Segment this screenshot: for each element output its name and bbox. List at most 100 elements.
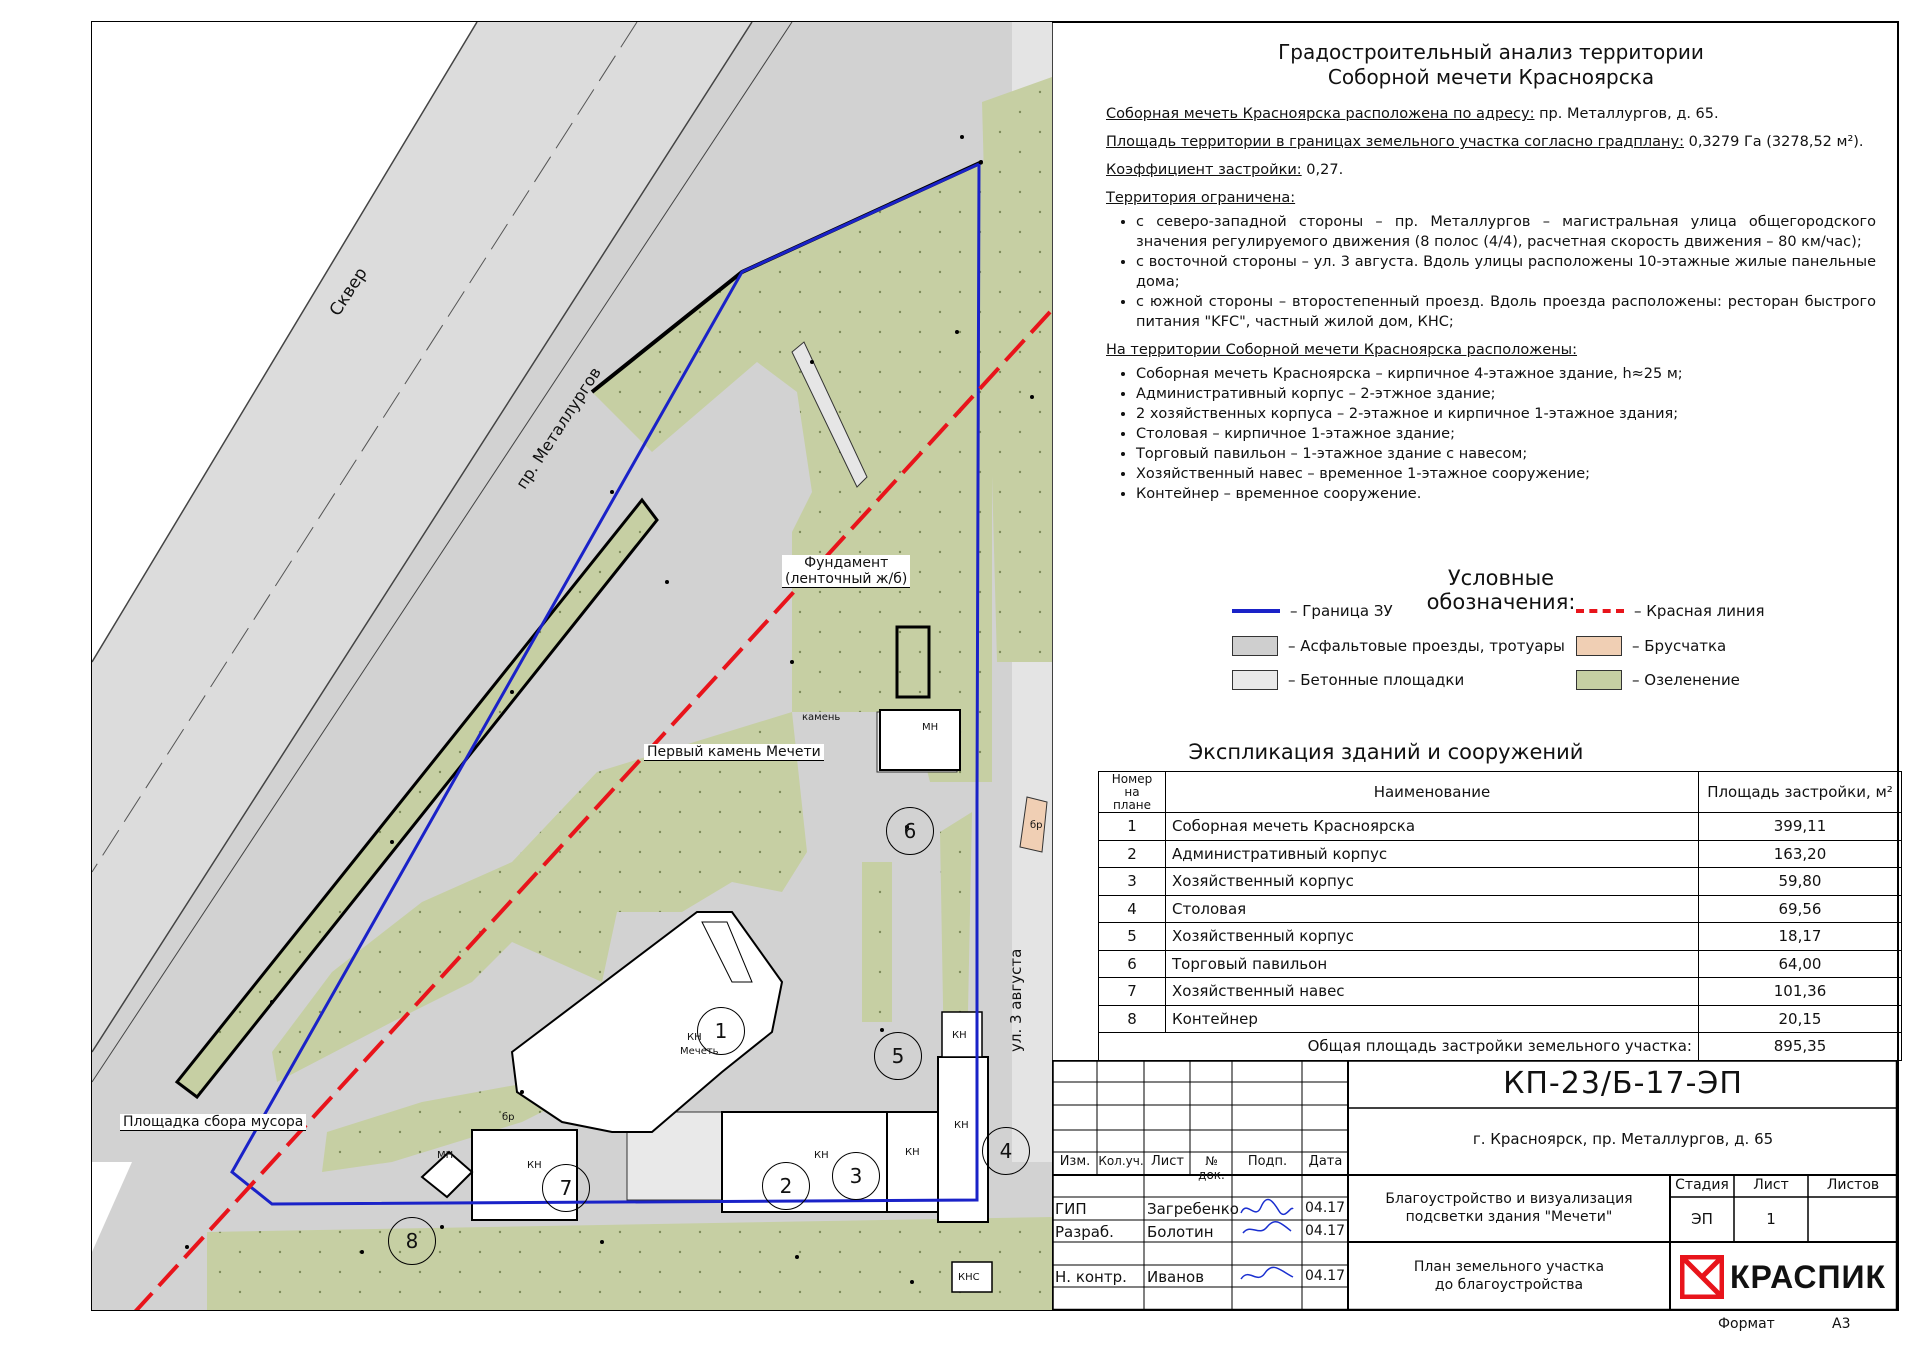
- project-code: КП-23/Б-17-ЭП: [1503, 1066, 1743, 1101]
- sheet-name-line1: План земельного участка: [1413, 1259, 1605, 1275]
- legend-title: Условные обозначения:: [1426, 566, 1576, 614]
- signature-icon: [1240, 1198, 1294, 1234]
- legend-label: – Брусчатка: [1632, 637, 1727, 655]
- bld2-kn-label: КН: [814, 1150, 829, 1161]
- stage-value: ЭП: [1691, 1210, 1713, 1228]
- area-label: Площадь территории в границах земельного…: [1106, 134, 1684, 150]
- sheets-header: Листов: [1826, 1177, 1880, 1193]
- legend-greenery: – Озеленение: [1576, 670, 1740, 690]
- legend-boundary: – Граница ЗУ: [1232, 602, 1393, 620]
- bld4-kn-label: КН: [954, 1120, 969, 1131]
- row-name: Соборная мечеть Красноярска: [1165, 812, 1699, 841]
- located-item: Контейнер – временное сооружение.: [1136, 484, 1876, 504]
- date-developer: 04.17: [1305, 1223, 1346, 1239]
- row-number: 7: [1098, 977, 1166, 1006]
- format-value: А3: [1832, 1316, 1851, 1332]
- mosque-kn-label: КН: [687, 1032, 702, 1043]
- east-green-strip: [982, 77, 1052, 662]
- foundation-label: Фундамент (ленточный ж/б): [782, 555, 911, 588]
- central-green-area: [272, 712, 807, 1082]
- bounded-list: с северо-западной стороны – пр. Металлур…: [1106, 212, 1876, 332]
- kraspik-logo-icon: [1680, 1255, 1724, 1299]
- explication-title: Экспликация зданий и сооружений: [1188, 740, 1584, 764]
- legend-label: – Асфальтовые проезды, тротуары: [1288, 637, 1565, 655]
- date-gip: 04.17: [1305, 1200, 1346, 1216]
- legend-label: – Красная линия: [1634, 602, 1765, 620]
- building-number-7: 7: [542, 1164, 590, 1212]
- area-note: Площадь территории в границах земельного…: [1106, 132, 1876, 152]
- stamp-col-kolvo: Кол.уч.: [1098, 1154, 1144, 1168]
- red-line-sample: [1576, 609, 1624, 613]
- located-label: На территории Соборной мечети Красноярск…: [1106, 342, 1578, 358]
- located-item: Торговый павильон – 1-этажное здание с н…: [1136, 444, 1876, 464]
- paving-area: [1019, 796, 1048, 853]
- table-header-row: Номер на плане Наименование Площадь заст…: [1098, 771, 1902, 813]
- concrete-swatch: [1232, 670, 1278, 690]
- table-total-row: Общая площадь застройки земельного участ…: [1098, 1032, 1902, 1061]
- address-label: Соборная мечеть Красноярска расположена …: [1106, 106, 1535, 122]
- kns-building: [951, 1261, 993, 1293]
- legend-label: – Граница ЗУ: [1290, 602, 1393, 620]
- stamp-col-list: Лист: [1151, 1154, 1184, 1169]
- building-number-1: 1: [697, 1007, 745, 1055]
- col-number-header: Номер на плане: [1098, 771, 1166, 813]
- row-area: 18,17: [1698, 922, 1902, 951]
- building-8-container: [420, 1150, 474, 1199]
- row-number: 4: [1098, 894, 1166, 923]
- row-name: Хозяйственный навес: [1165, 977, 1699, 1006]
- legend-red-line: – Красная линия: [1576, 602, 1765, 620]
- building-number-2: 2: [762, 1162, 810, 1210]
- building-6-pavilion: [879, 709, 961, 771]
- site-plan-map: Сквер пр. Металлургов ул. 3 августа Фунд…: [92, 22, 1052, 1310]
- located-note: На территории Соборной мечети Красноярск…: [1106, 340, 1876, 360]
- coef-note: Коэффициент застройки: 0,27.: [1106, 160, 1876, 180]
- row-name: Административный корпус: [1165, 839, 1699, 868]
- north-green-area: [592, 162, 992, 782]
- bounded-label: Территория ограничена:: [1106, 190, 1296, 206]
- format-label: Формат: [1718, 1316, 1775, 1332]
- page-title: Градостроительный анализ территории Собо…: [1106, 40, 1876, 90]
- building-number-5: 5: [874, 1032, 922, 1080]
- bld5-kn-label: КН: [952, 1030, 967, 1041]
- total-label: Общая площадь застройки земельного участ…: [1098, 1032, 1699, 1061]
- project-name: Благоустройство и визуализация подсветки…: [1348, 1190, 1670, 1226]
- located-item: Административный корпус – 2-этжное здани…: [1136, 384, 1876, 404]
- bounded-item: с южной стороны – второстепенный проезд.…: [1136, 292, 1876, 332]
- building-number-3: 3: [832, 1152, 880, 1200]
- row-number: 5: [1098, 922, 1166, 951]
- row-area: 399,11: [1698, 812, 1902, 841]
- project-name-line1: Благоустройство и визуализация: [1385, 1191, 1633, 1207]
- company-name: КРАСПИК: [1730, 1258, 1887, 1295]
- col-area-header: Площадь застройки, м²: [1698, 771, 1902, 813]
- row-number: 3: [1098, 867, 1166, 896]
- role-developer: Разраб.: [1055, 1223, 1114, 1241]
- title-block: Изм. Кол.уч. Лист № док. Подп. Дата ГИП …: [1052, 1060, 1898, 1311]
- bounded-item: с северо-западной стороны – пр. Металлур…: [1136, 212, 1876, 252]
- legend-label: – Озеленение: [1632, 671, 1740, 689]
- name-gip: Загребенко: [1147, 1200, 1239, 1218]
- pavilion-mn-label: МН: [922, 722, 939, 733]
- name-developer: Болотин: [1147, 1223, 1214, 1241]
- located-item: Соборная мечеть Красноярска – кирпичное …: [1136, 364, 1876, 384]
- page-title-line1: Градостроительный анализ территории: [1278, 40, 1704, 64]
- stamp-col-izm: Изм.: [1059, 1154, 1091, 1169]
- legend-concrete: – Бетонные площадки: [1232, 670, 1464, 690]
- role-gip: ГИП: [1055, 1200, 1087, 1218]
- company-logo: КРАСПИК: [1680, 1255, 1886, 1299]
- notes-panel: Градостроительный анализ территории Собо…: [1106, 40, 1876, 512]
- row-area: 20,15: [1698, 1004, 1902, 1033]
- bounded-item: с восточной стороны – ул. 3 августа. Вдо…: [1136, 252, 1876, 292]
- legend-label: – Бетонные площадки: [1288, 671, 1465, 689]
- date-norm-control: 04.17: [1305, 1268, 1346, 1284]
- row-name: Контейнер: [1165, 1004, 1699, 1033]
- coef-label: Коэффициент застройки:: [1106, 162, 1302, 178]
- mosque-label: Мечеть: [680, 1046, 719, 1057]
- greenery-swatch: [1576, 670, 1622, 690]
- paving-br-label: бр: [1030, 820, 1043, 831]
- col-name-header: Наименование: [1165, 771, 1699, 813]
- title-block-grid: [1052, 1060, 1898, 1311]
- role-norm-control: Н. контр.: [1055, 1268, 1127, 1286]
- building-5: [941, 1011, 983, 1058]
